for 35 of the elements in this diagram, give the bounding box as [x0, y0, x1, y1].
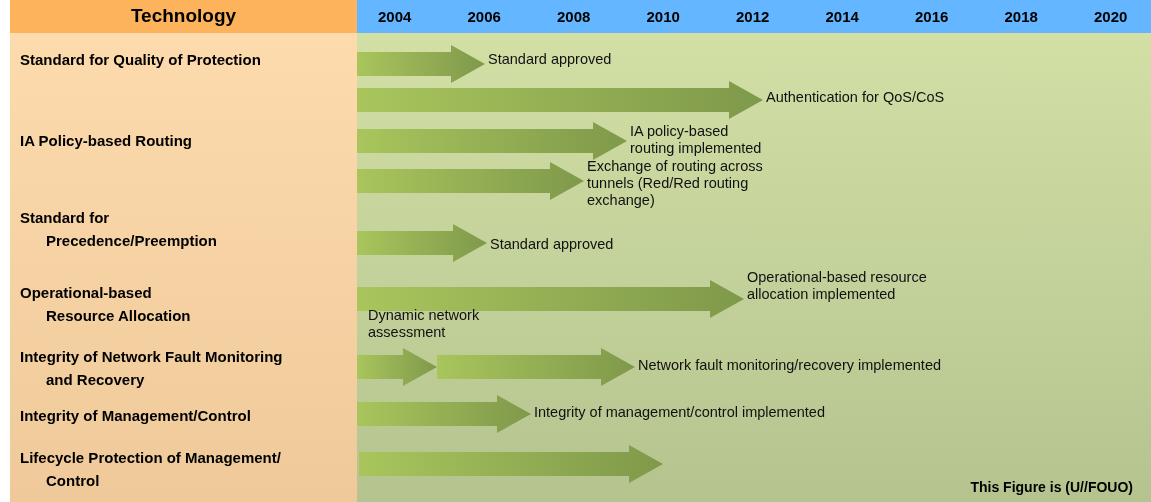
year-label: 2004 — [378, 8, 412, 25]
milestone-label: Network fault monitoring/recovery implemented — [638, 357, 1058, 374]
row-label: Integrity of Network Fault Monitoring and Recovery — [20, 347, 284, 390]
classification-note: This Figure is (U//FOUO) — [970, 479, 1133, 495]
year-label: 2020 — [1094, 8, 1128, 25]
row-label: Standard for Quality of Protection — [20, 50, 262, 70]
timeline-arrow — [357, 224, 487, 262]
timeline-arrow — [357, 162, 584, 200]
timeline-arrow — [357, 81, 763, 119]
year-label: 2012 — [736, 8, 770, 25]
column-header: Technology — [129, 5, 238, 27]
year-label: 2018 — [1004, 8, 1038, 25]
timeline-arrow — [357, 395, 531, 433]
year-label: 2006 — [467, 8, 501, 25]
timeline-arrow — [437, 348, 635, 386]
timeline-arrow — [357, 122, 627, 160]
milestone-label: Integrity of management/control implemented — [534, 404, 934, 421]
timeline-arrow — [357, 280, 744, 318]
milestone-label: Dynamic network assessment — [368, 307, 481, 341]
year-label: 2014 — [825, 8, 859, 25]
milestone-label: Exchange of routing across tunnels (Red/Red routing exchange) — [587, 158, 772, 209]
row-label: Standard for Precedence/Preemption — [20, 208, 218, 251]
year-label: 2008 — [557, 8, 591, 25]
row-label: IA Policy-based Routing — [20, 131, 193, 151]
row-label: Integrity of Management/Control — [20, 406, 252, 426]
timeline-arrow — [357, 45, 485, 83]
milestone-label: Authentication for QoS/CoS — [766, 89, 1016, 106]
milestone-label: Operational-based resource allocation implemented — [747, 269, 977, 303]
row-label: Lifecycle Protection of Management/ Control — [20, 448, 282, 491]
row-label: Operational-based Resource Allocation — [20, 283, 192, 326]
milestone-label: Standard approved — [488, 51, 688, 68]
year-label: 2010 — [646, 8, 680, 25]
milestone-label: Standard approved — [490, 236, 690, 253]
milestone-label: IA policy-based routing implemented — [630, 123, 770, 157]
year-label: 2016 — [915, 8, 949, 25]
